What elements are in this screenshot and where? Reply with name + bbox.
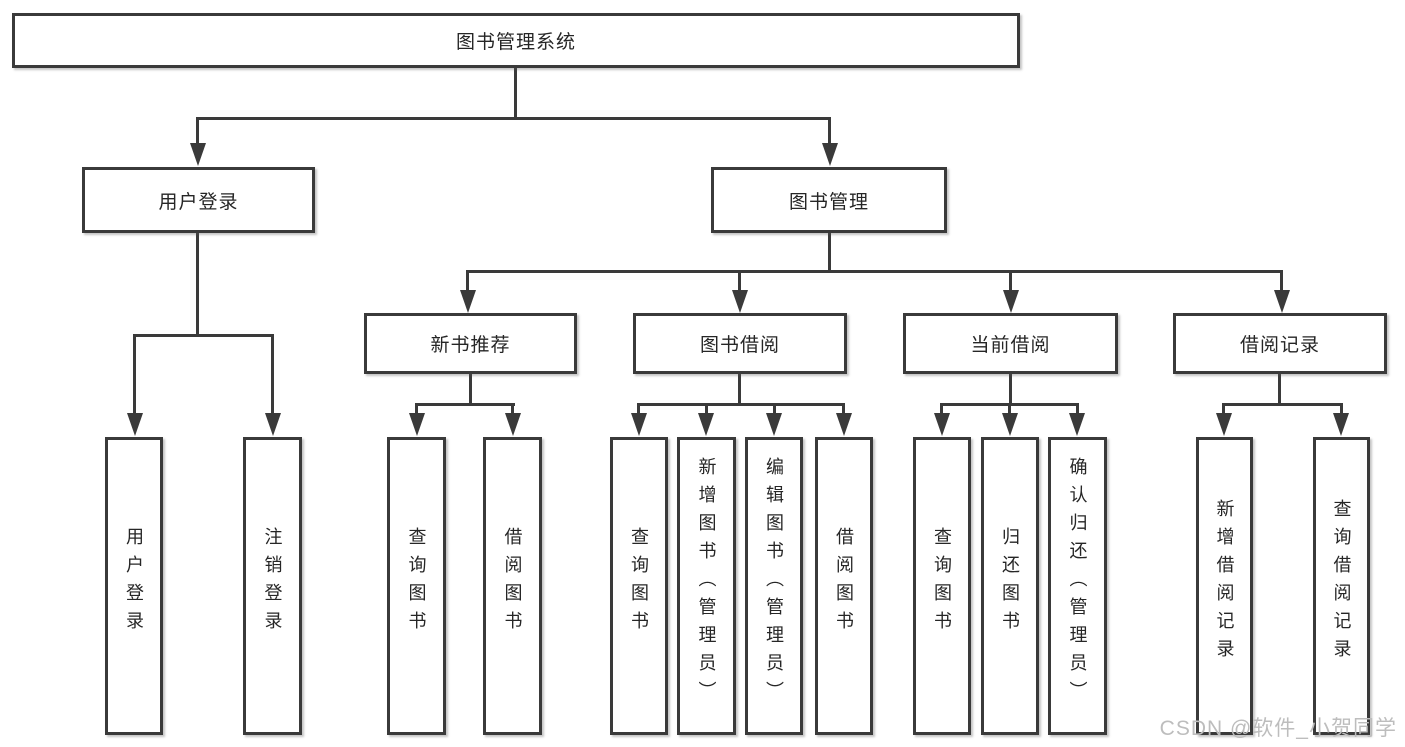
connector-g4-drop1	[1222, 403, 1225, 415]
leaf-confirm-return-admin: 确认归还（管理员）	[1048, 437, 1107, 735]
connector-g2-drop3	[773, 403, 776, 415]
node-user-login-label: 用户登录	[158, 191, 239, 213]
connector-g1-drop2	[511, 403, 514, 415]
connector-userlogin-branch	[133, 334, 274, 337]
arrowhead-user-login-leaf	[127, 413, 143, 436]
arrowhead-book-mgmt	[822, 143, 838, 166]
leaf-query-book-2: 查询图书	[610, 437, 668, 735]
leaf-borrow-book-2-label: 借阅图书	[834, 527, 854, 639]
connector-g3-drop1	[940, 403, 943, 415]
connector-g1-stem	[469, 374, 472, 406]
connector-drop-logout-leaf	[271, 334, 274, 414]
arrowhead-g2-leaf4	[836, 413, 852, 436]
leaf-logout: 注销登录	[243, 437, 302, 735]
node-borrow-records: 借阅记录	[1173, 313, 1387, 374]
node-new-book-recommend-label: 新书推荐	[430, 335, 511, 356]
leaf-user-login-label: 用户登录	[124, 527, 144, 639]
leaf-add-borrow-record-label: 新增借阅记录	[1214, 499, 1235, 667]
leaf-add-borrow-record: 新增借阅记录	[1196, 437, 1253, 735]
connector-drop-book-borrow	[738, 270, 741, 291]
arrowhead-new-book	[460, 290, 476, 313]
leaf-borrow-book-1-label: 借阅图书	[502, 527, 523, 639]
arrowhead-book-borrow	[732, 290, 748, 313]
connector-g2-drop2	[705, 403, 708, 415]
node-borrow-records-label: 借阅记录	[1239, 335, 1320, 356]
connector-drop-new-book	[466, 270, 469, 291]
connector-userlogin-stem	[196, 233, 199, 336]
leaf-logout-label: 注销登录	[262, 527, 283, 639]
leaf-query-book-2-label: 查询图书	[629, 527, 649, 639]
connector-root-stem	[514, 68, 517, 118]
leaf-user-login: 用户登录	[105, 437, 163, 735]
connector-g3-drop2	[1008, 403, 1011, 415]
node-new-book-recommend: 新书推荐	[364, 313, 577, 374]
connector-drop-book-mgmt	[828, 117, 831, 144]
connector-g1-drop1	[415, 403, 418, 415]
arrowhead-g2-leaf3	[766, 413, 782, 436]
node-user-login: 用户登录	[82, 167, 315, 233]
arrowhead-user-login	[190, 143, 206, 166]
leaf-confirm-return-admin-label: 确认归还（管理员）	[1067, 457, 1088, 709]
connector-g3-stem	[1009, 374, 1012, 406]
connector-drop-current-borrow	[1009, 270, 1012, 291]
leaf-query-book-3: 查询图书	[913, 437, 971, 735]
leaf-query-book-3-label: 查询图书	[932, 527, 952, 639]
arrowhead-borrow-records	[1274, 290, 1290, 313]
arrowhead-g1-leaf2	[505, 413, 521, 436]
leaf-add-book-admin-label: 新增图书（管理员）	[696, 457, 717, 709]
connector-g2-drop4	[842, 403, 845, 415]
connector-drop-borrow-records	[1280, 270, 1283, 291]
leaf-add-book-admin: 新增图书（管理员）	[677, 437, 736, 735]
arrowhead-current-borrow	[1003, 290, 1019, 313]
node-book-mgmt: 图书管理	[711, 167, 947, 233]
arrowhead-g1-leaf1	[409, 413, 425, 436]
node-book-borrow-label: 图书借阅	[699, 335, 780, 356]
csdn-watermark: CSDN @软件_小贺同学	[1159, 717, 1397, 740]
connector-bookmgmt-stem	[828, 233, 831, 273]
leaf-edit-book-admin: 编辑图书（管理员）	[745, 437, 803, 735]
connector-g2-branch	[637, 403, 845, 406]
node-current-borrow: 当前借阅	[903, 313, 1118, 374]
leaf-return-book: 归还图书	[981, 437, 1039, 735]
leaf-edit-book-admin-label: 编辑图书（管理员）	[764, 457, 784, 709]
connector-g1-branch	[415, 403, 515, 406]
node-root-label: 图书管理系统	[455, 32, 576, 53]
leaf-query-borrow-record: 查询借阅记录	[1313, 437, 1370, 735]
connector-drop-user-login	[196, 117, 199, 144]
arrowhead-g2-leaf2	[698, 413, 714, 436]
connector-g4-stem	[1278, 374, 1281, 406]
leaf-return-book-label: 归还图书	[1000, 527, 1020, 639]
leaf-query-borrow-record-label: 查询借阅记录	[1331, 499, 1352, 667]
arrowhead-g3-leaf2	[1002, 413, 1018, 436]
leaf-borrow-book-1: 借阅图书	[483, 437, 542, 735]
connector-root-branch	[196, 117, 831, 120]
node-root: 图书管理系统	[12, 13, 1020, 68]
arrowhead-g2-leaf1	[631, 413, 647, 436]
node-current-borrow-label: 当前借阅	[970, 335, 1051, 356]
connector-g4-branch	[1222, 403, 1342, 406]
connector-g3-drop3	[1076, 403, 1079, 415]
connector-g2-drop1	[637, 403, 640, 415]
arrowhead-g4-leaf1	[1216, 413, 1232, 436]
node-book-mgmt-label: 图书管理	[788, 191, 869, 213]
connector-bookmgmt-branch	[466, 270, 1283, 273]
node-book-borrow: 图书借阅	[633, 313, 847, 374]
arrowhead-g3-leaf3	[1069, 413, 1085, 436]
leaf-query-book-1-label: 查询图书	[406, 527, 427, 639]
arrowhead-logout-leaf	[265, 413, 281, 436]
arrowhead-g3-leaf1	[934, 413, 950, 436]
connector-drop-user-login-leaf	[133, 334, 136, 414]
arrowhead-g4-leaf2	[1333, 413, 1349, 436]
leaf-borrow-book-2: 借阅图书	[815, 437, 873, 735]
leaf-query-book-1: 查询图书	[387, 437, 446, 735]
connector-g4-drop2	[1340, 403, 1343, 415]
connector-g2-stem	[738, 374, 741, 406]
